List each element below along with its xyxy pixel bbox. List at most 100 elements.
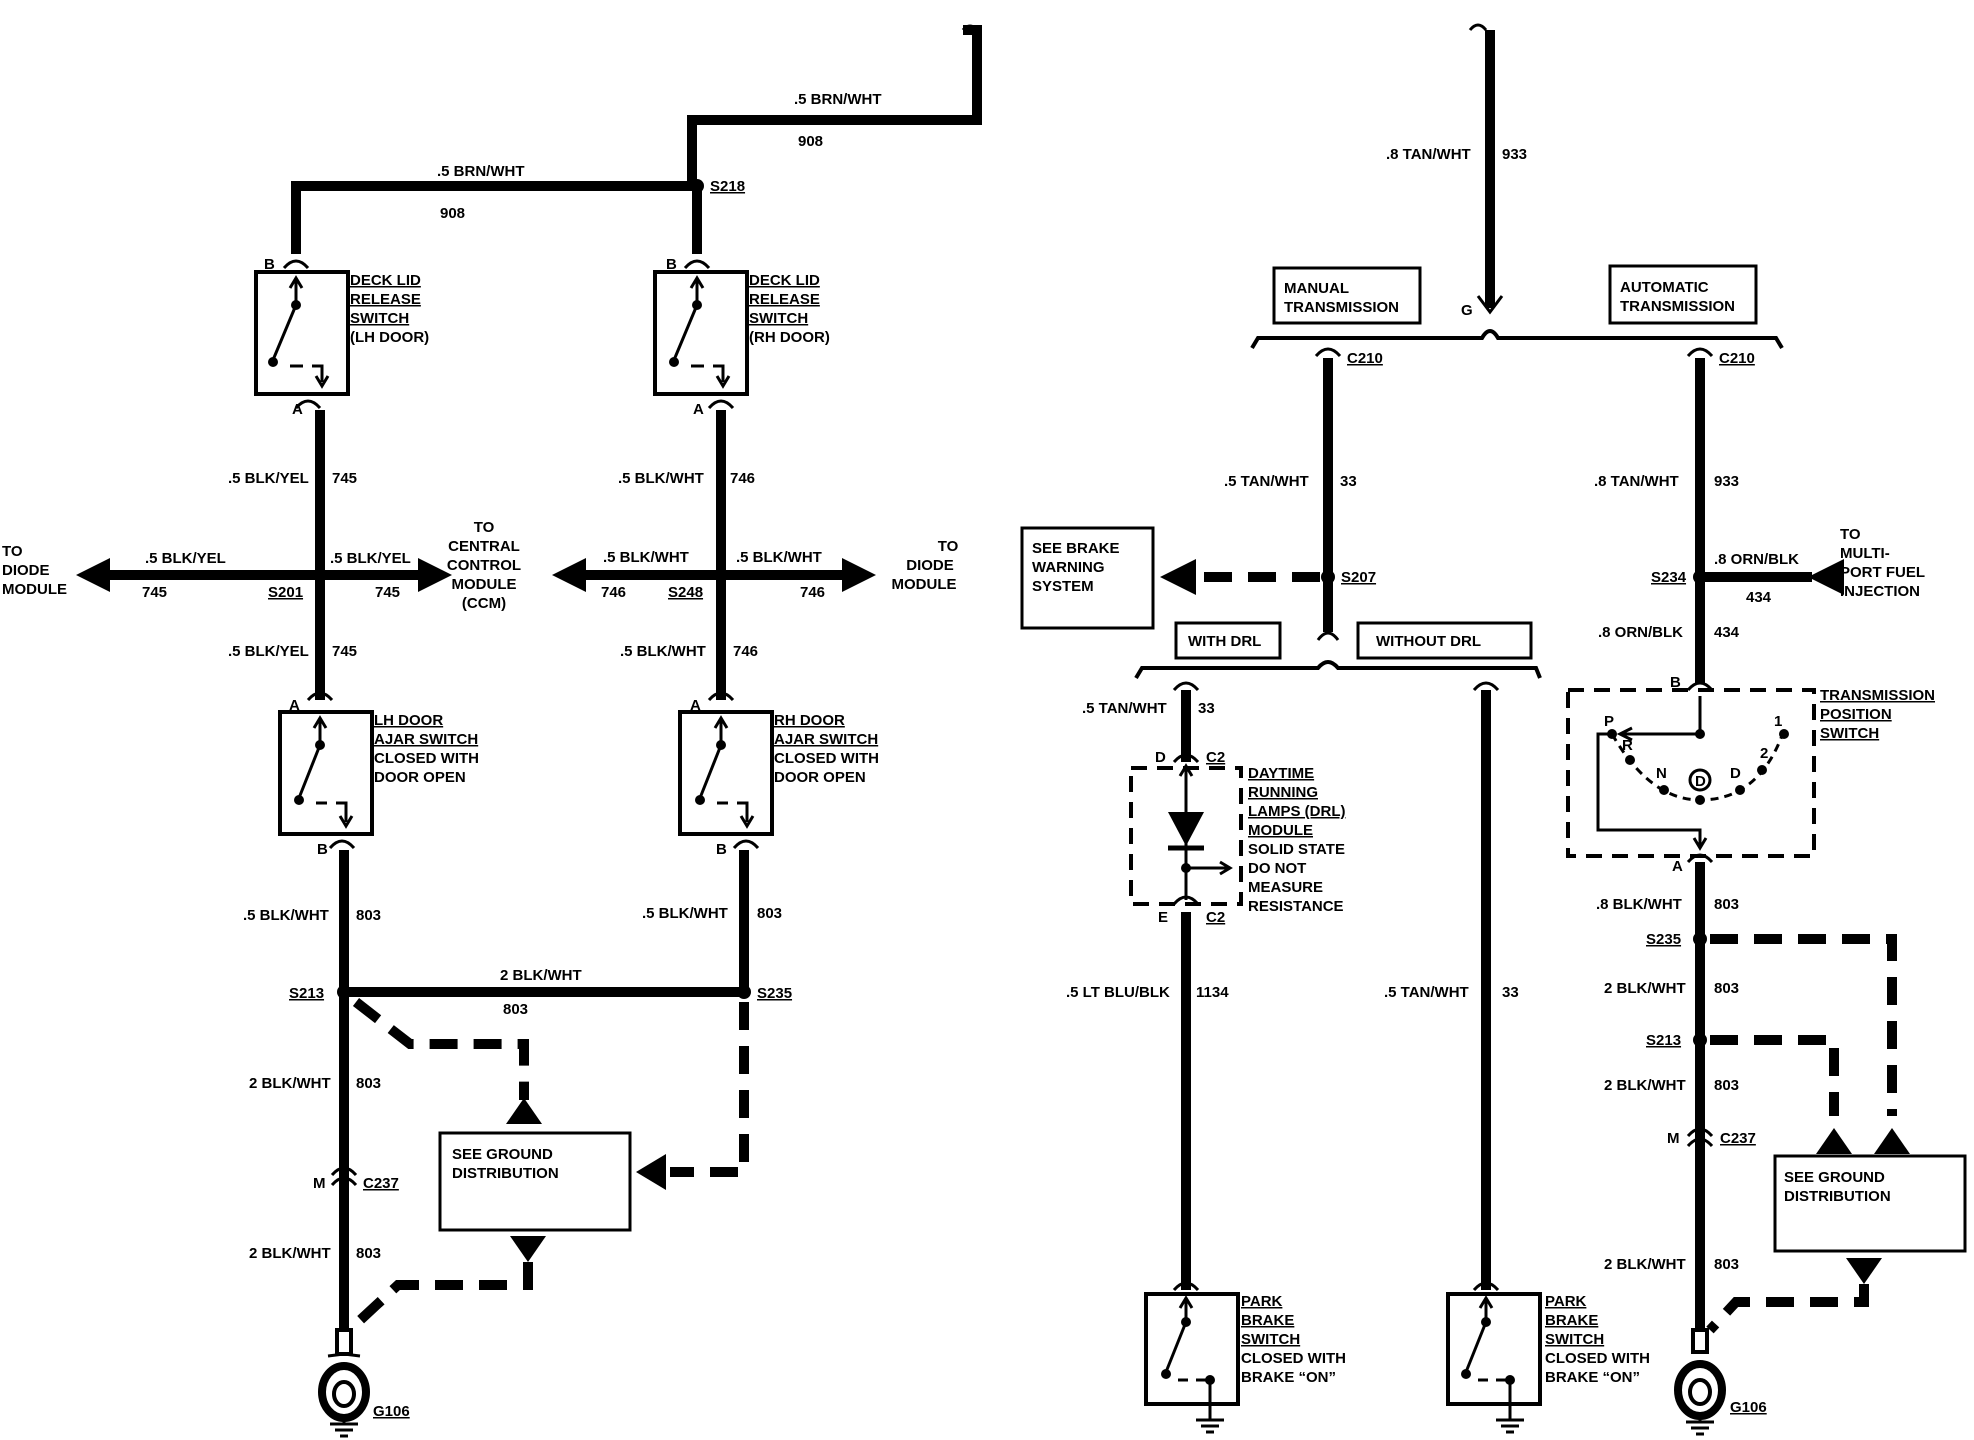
diode-icon bbox=[1168, 812, 1204, 846]
svg-text:MODULE: MODULE bbox=[452, 576, 517, 593]
circuit-908: 908 bbox=[440, 205, 465, 222]
svg-text:PARK: PARK bbox=[1241, 1293, 1283, 1310]
arrow-icon bbox=[1816, 1128, 1852, 1154]
svg-text:2: 2 bbox=[1760, 745, 1768, 762]
dashed-ground-return-auto bbox=[1706, 1284, 1869, 1334]
drl-bus bbox=[1134, 660, 1542, 680]
svg-text:DISTRIBUTION: DISTRIBUTION bbox=[1784, 1188, 1891, 1205]
svg-text:RESISTANCE: RESISTANCE bbox=[1248, 898, 1344, 915]
svg-text:CLOSED WITH: CLOSED WITH bbox=[374, 750, 479, 767]
svg-text:BRAKE: BRAKE bbox=[1545, 1312, 1598, 1329]
svg-text:CLOSED WITH: CLOSED WITH bbox=[774, 750, 879, 767]
svg-text:2 BLK/WHT: 2 BLK/WHT bbox=[1604, 1077, 1686, 1094]
ground-symbol-icon bbox=[1196, 1380, 1224, 1434]
ground-symbol-icon bbox=[1686, 1416, 1714, 1436]
svg-text:RELEASE: RELEASE bbox=[749, 291, 820, 308]
svg-text:2 BLK/WHT: 2 BLK/WHT bbox=[249, 1245, 331, 1262]
manual-transmission-box bbox=[1272, 266, 1422, 325]
svg-text:.5 TAN/WHT: .5 TAN/WHT bbox=[1082, 700, 1167, 717]
svg-text:S207: S207 bbox=[1341, 569, 1376, 586]
rh-door-ajar-switch: A B bbox=[678, 691, 774, 858]
svg-text:803: 803 bbox=[1714, 1256, 1739, 1273]
svg-text:LAMPS (DRL): LAMPS (DRL) bbox=[1248, 803, 1346, 820]
svg-text:933: 933 bbox=[1714, 473, 1739, 490]
svg-text:746: 746 bbox=[601, 584, 626, 601]
svg-text:.5 BLK/WHT: .5 BLK/WHT bbox=[603, 549, 689, 566]
svg-text:INJECTION: INJECTION bbox=[1840, 583, 1920, 600]
svg-text:B: B bbox=[716, 841, 727, 858]
svg-text:.5 BLK/YEL: .5 BLK/YEL bbox=[145, 550, 226, 567]
svg-text:D: D bbox=[1730, 765, 1741, 782]
arrow-icon bbox=[842, 558, 876, 592]
svg-text:2 BLK/WHT: 2 BLK/WHT bbox=[1604, 980, 1686, 997]
svg-text:POSITION: POSITION bbox=[1820, 706, 1892, 723]
arrow-icon bbox=[636, 1154, 666, 1190]
splice-s207 bbox=[1321, 570, 1335, 584]
without-drl-box bbox=[1356, 621, 1533, 660]
svg-text:LH DOOR: LH DOOR bbox=[374, 712, 443, 729]
svg-text:CLOSED WITH: CLOSED WITH bbox=[1545, 1350, 1650, 1367]
svg-text:AJAR SWITCH: AJAR SWITCH bbox=[374, 731, 478, 748]
wire-908-lower bbox=[291, 181, 692, 254]
see-ground-box-left bbox=[438, 1131, 632, 1232]
ground-symbol-icon bbox=[330, 1418, 358, 1438]
svg-text:2 BLK/WHT: 2 BLK/WHT bbox=[500, 967, 582, 984]
svg-text:DO NOT: DO NOT bbox=[1248, 860, 1306, 877]
svg-text:S213: S213 bbox=[1646, 1032, 1681, 1049]
ground-g106-left bbox=[318, 1328, 370, 1438]
svg-text:MEASURE: MEASURE bbox=[1248, 879, 1323, 896]
svg-text:TO: TO bbox=[474, 519, 495, 536]
svg-text:SEE BRAKE: SEE BRAKE bbox=[1032, 540, 1120, 557]
svg-text:DAYTIME: DAYTIME bbox=[1248, 765, 1314, 782]
svg-text:SYSTEM: SYSTEM bbox=[1032, 578, 1094, 595]
svg-text:PORT FUEL: PORT FUEL bbox=[1840, 564, 1925, 581]
svg-text:33: 33 bbox=[1340, 473, 1357, 490]
svg-text:RUNNING: RUNNING bbox=[1248, 784, 1318, 801]
connector-c237-auto bbox=[1686, 1127, 1714, 1148]
splice-s201 bbox=[313, 568, 327, 582]
lh-deck-lid-release-switch: B A bbox=[254, 256, 350, 418]
splice-s235-auto bbox=[1693, 932, 1707, 946]
arrow-icon bbox=[1808, 559, 1844, 595]
svg-text:.5 BLK/WHT: .5 BLK/WHT bbox=[243, 907, 329, 924]
svg-text:TRANSMISSION: TRANSMISSION bbox=[1284, 299, 1399, 316]
arrow-icon bbox=[552, 558, 586, 592]
svg-text:CLOSED WITH: CLOSED WITH bbox=[1241, 1350, 1346, 1367]
svg-text:SWITCH: SWITCH bbox=[749, 310, 808, 327]
svg-text:MODULE: MODULE bbox=[2, 581, 67, 598]
svg-text:803: 803 bbox=[356, 907, 381, 924]
dashed-ground-return bbox=[352, 1262, 533, 1328]
svg-text:.8 ORN/BLK: .8 ORN/BLK bbox=[1714, 551, 1799, 568]
svg-text:.5 TAN/WHT: .5 TAN/WHT bbox=[1224, 473, 1309, 490]
svg-text:SWITCH: SWITCH bbox=[1241, 1331, 1300, 1348]
svg-text:DIODE: DIODE bbox=[2, 562, 50, 579]
svg-text:.8 TAN/WHT: .8 TAN/WHT bbox=[1386, 146, 1471, 163]
see-ground-box-right bbox=[1773, 1154, 1967, 1253]
splice-s213 bbox=[337, 985, 351, 999]
splice-s248 bbox=[714, 568, 728, 582]
svg-text:1134: 1134 bbox=[1196, 984, 1229, 1001]
ground-symbol-icon bbox=[1496, 1380, 1524, 1434]
svg-text:B: B bbox=[1670, 674, 1681, 691]
svg-text:TRANSMISSION: TRANSMISSION bbox=[1820, 687, 1935, 704]
svg-text:33: 33 bbox=[1502, 984, 1519, 1001]
svg-text:P: P bbox=[1604, 713, 1614, 730]
svg-text:SEE GROUND: SEE GROUND bbox=[1784, 1169, 1885, 1186]
wire-908-upper bbox=[687, 25, 982, 186]
rh-deck-lid-release-switch: B A bbox=[653, 256, 749, 418]
svg-text:.8 TAN/WHT: .8 TAN/WHT bbox=[1594, 473, 1679, 490]
svg-text:PARK: PARK bbox=[1545, 1293, 1587, 1310]
splice-label-s248: S248 bbox=[668, 584, 703, 601]
svg-text:TRANSMISSION: TRANSMISSION bbox=[1620, 298, 1735, 315]
svg-text:MODULE: MODULE bbox=[1248, 822, 1313, 839]
svg-text:.5 BLK/YEL: .5 BLK/YEL bbox=[228, 643, 309, 660]
svg-text:WARNING: WARNING bbox=[1032, 559, 1105, 576]
svg-text:A: A bbox=[1672, 858, 1683, 875]
svg-text:A: A bbox=[289, 697, 300, 714]
svg-text:33: 33 bbox=[1198, 700, 1215, 717]
svg-text:BRAKE “ON”: BRAKE “ON” bbox=[1545, 1369, 1640, 1386]
svg-text:SWITCH: SWITCH bbox=[1545, 1331, 1604, 1348]
svg-text:B: B bbox=[264, 256, 275, 273]
